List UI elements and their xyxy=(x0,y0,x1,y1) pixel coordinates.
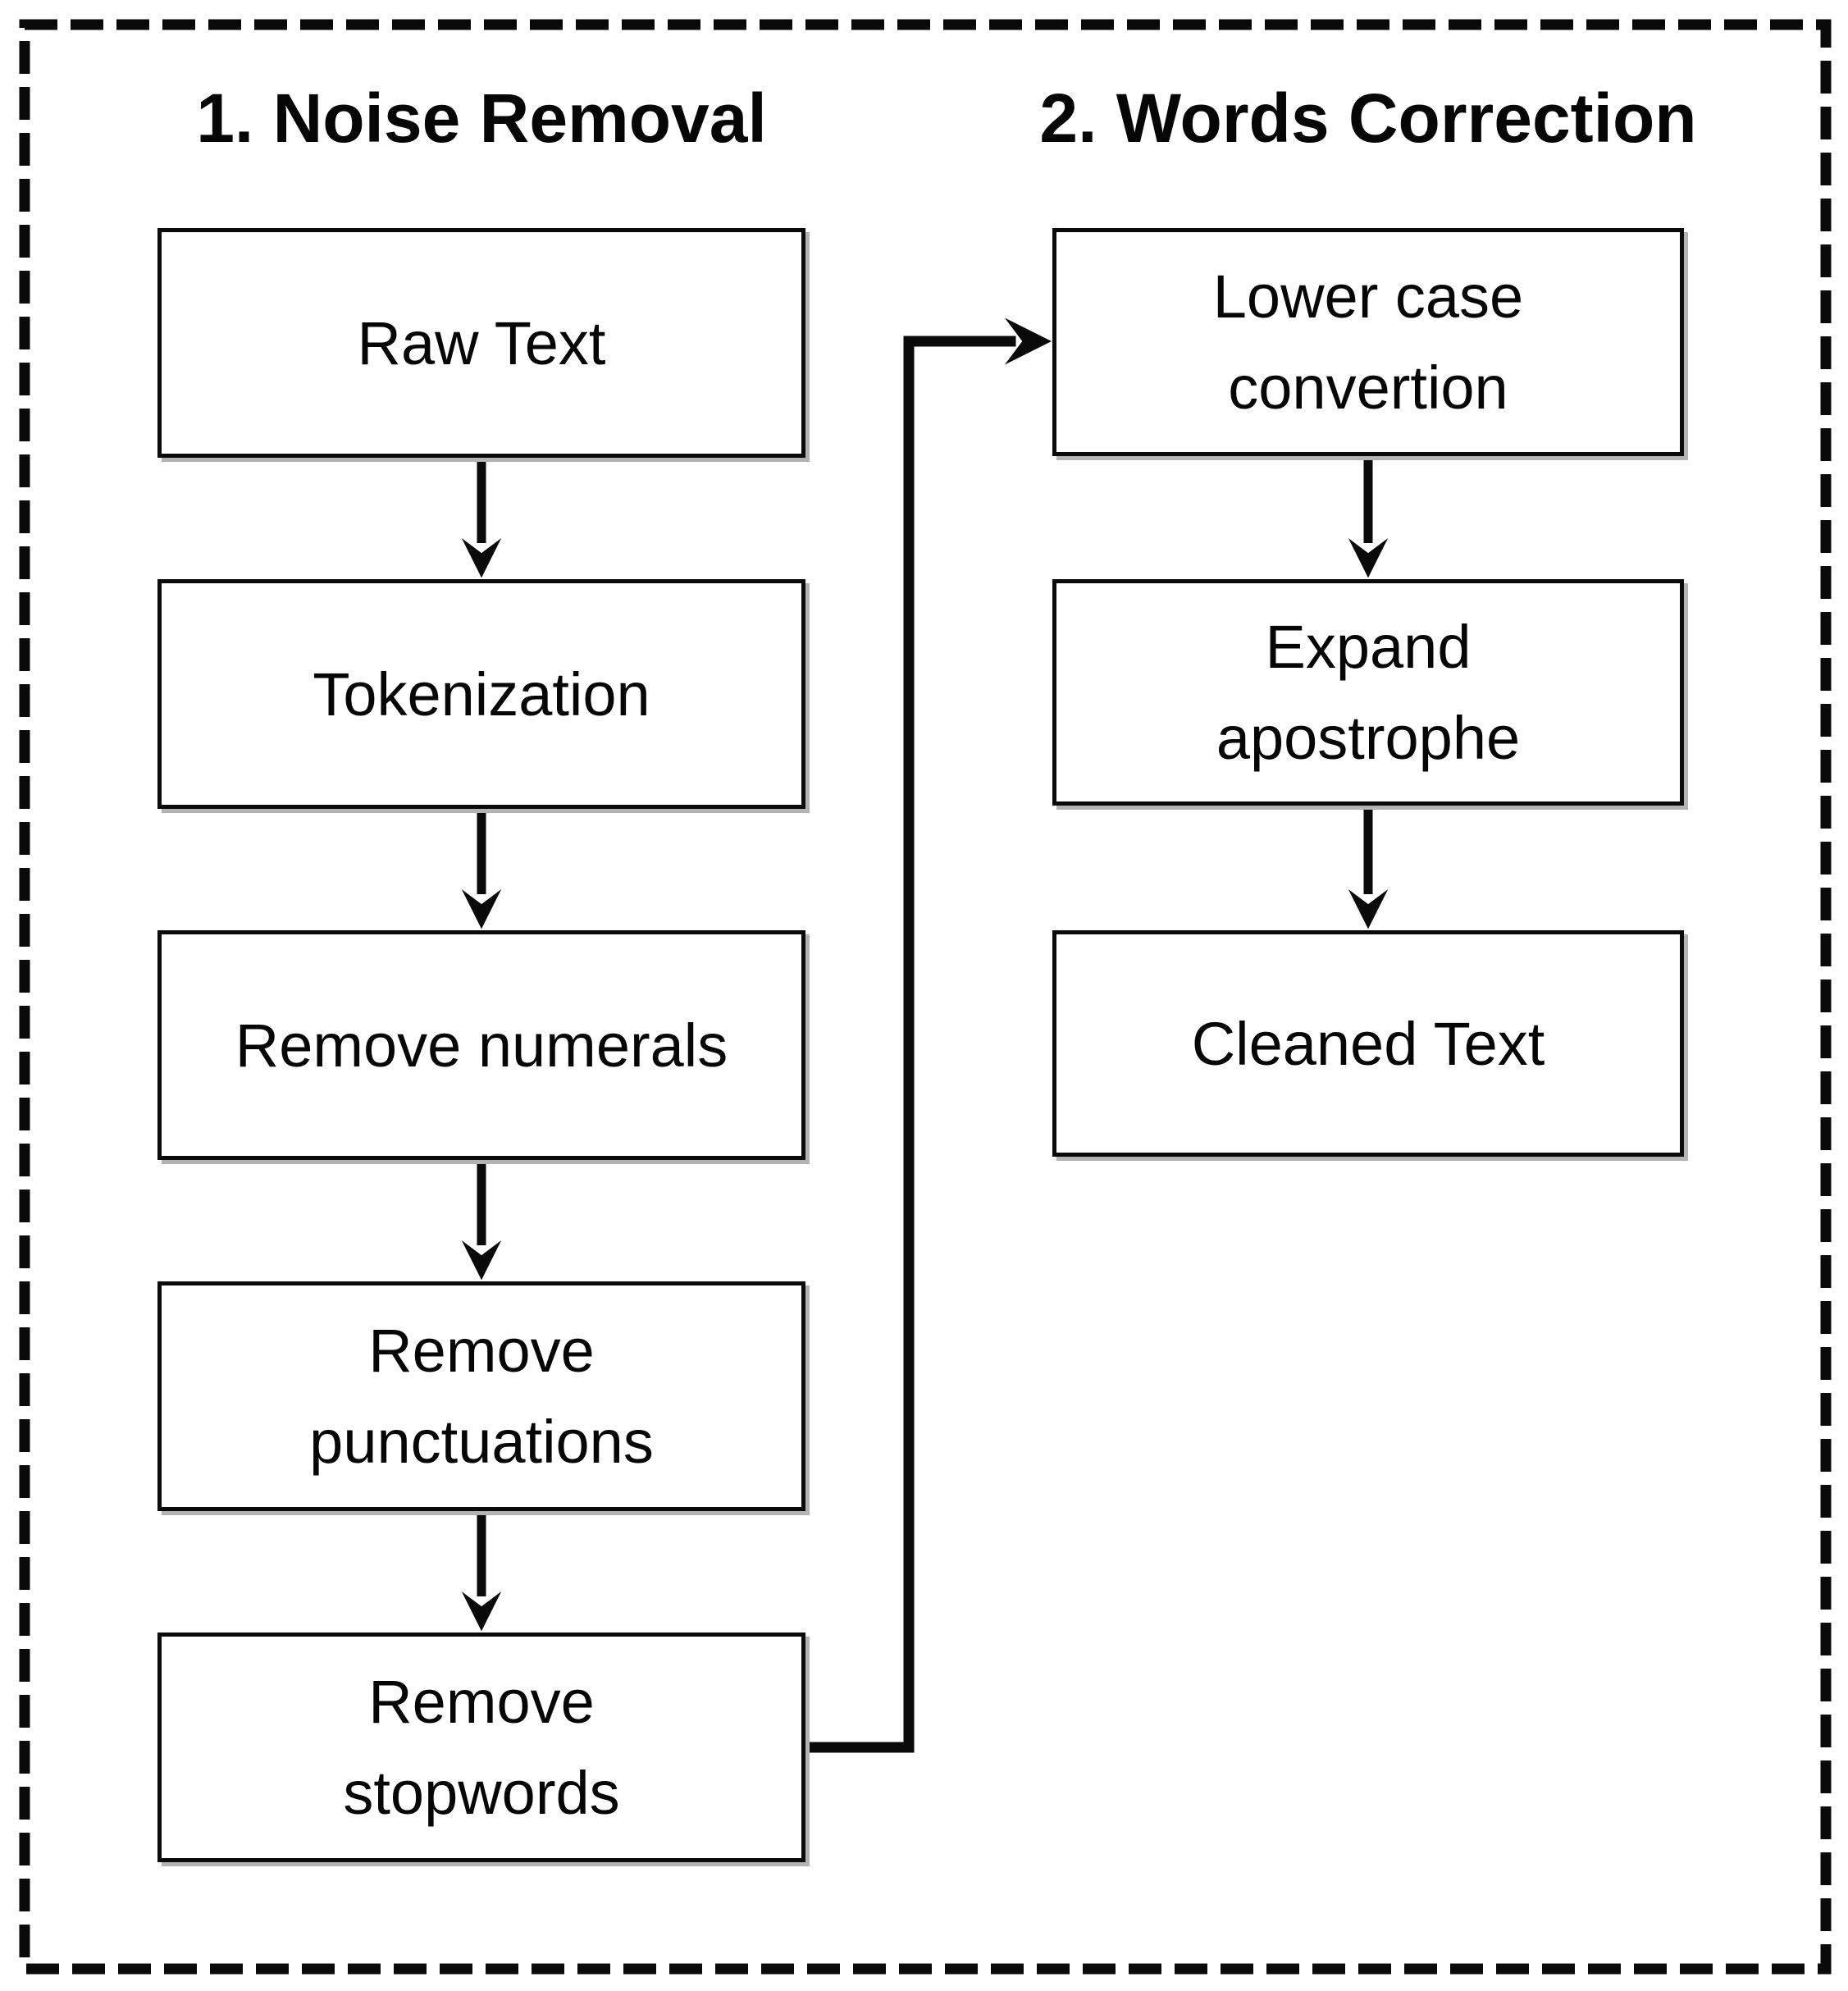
box-label: Expand xyxy=(1265,613,1472,681)
flow-box-raw-text: Raw Text xyxy=(157,228,805,458)
flow-box-remove-numerals: Remove numerals xyxy=(157,930,805,1160)
flow-box-lower-case-convertion: Lower case convertion xyxy=(1052,228,1684,456)
box-label: apostrophe xyxy=(1216,704,1521,772)
box-label: Tokenization xyxy=(313,660,650,728)
box-label: stopwords xyxy=(343,1759,620,1827)
flow-box-cleaned-text: Cleaned Text xyxy=(1052,930,1684,1157)
box-label: Raw Text xyxy=(357,308,606,377)
stage-title-words-correction: 2. Words Correction xyxy=(1039,80,1697,157)
box-label: punctuations xyxy=(309,1408,654,1476)
flow-box-remove-punctuations: Remove punctuations xyxy=(157,1281,805,1511)
connector-remove-stopwords-to-lower-case xyxy=(800,317,1052,1753)
stage-title-noise-removal: 1. Noise Removal xyxy=(196,80,767,157)
box-label: Remove numerals xyxy=(235,1011,728,1080)
box-label: Remove xyxy=(368,1668,595,1736)
box-label: Lower case xyxy=(1212,263,1524,331)
flow-box-expand-apostrophe: Expand apostrophe xyxy=(1052,579,1684,806)
dashed-frame xyxy=(19,19,1832,1975)
box-label: convertion xyxy=(1228,354,1508,422)
box-label: Cleaned Text xyxy=(1191,1009,1545,1078)
box-label: Remove xyxy=(368,1317,595,1385)
flow-box-remove-stopwords: Remove stopwords xyxy=(157,1633,805,1862)
flow-box-tokenization: Tokenization xyxy=(157,579,805,809)
